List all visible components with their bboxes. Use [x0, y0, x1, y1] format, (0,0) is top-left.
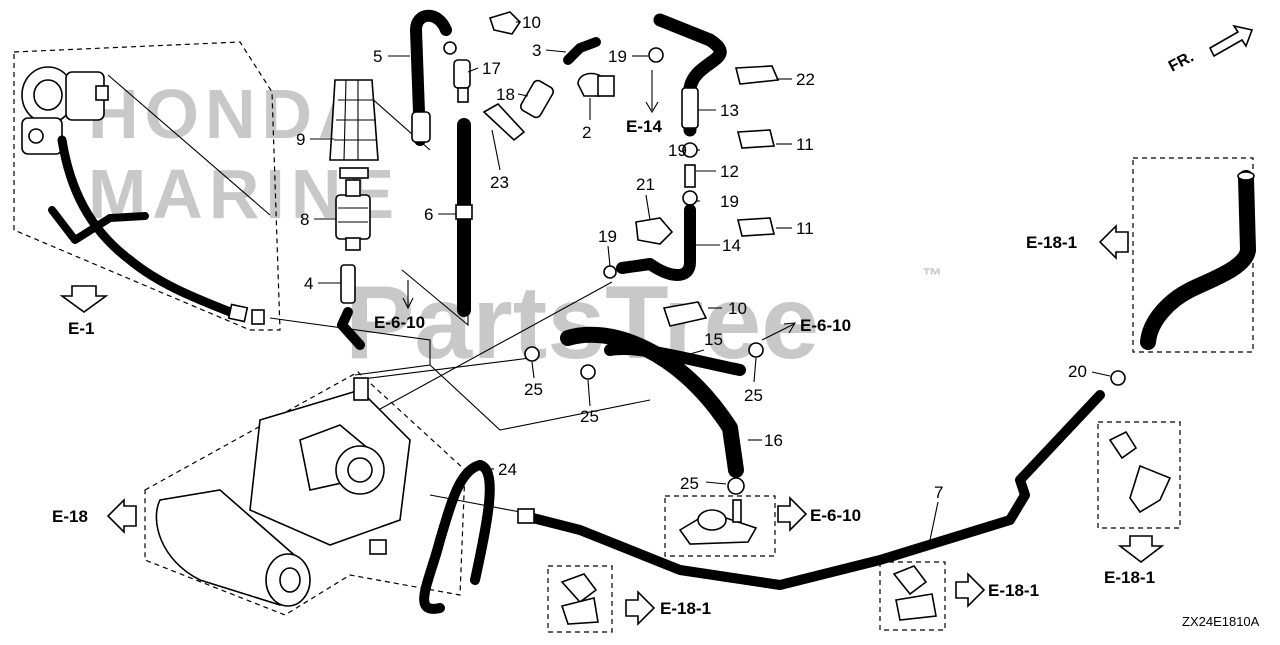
frame-clip-e3 [879, 561, 946, 631]
callout-labels: 2 3 4 5 6 7 8 9 10 10 11 11 12 13 14 15 … [296, 13, 1087, 502]
watermark-site: PartsTree [345, 265, 819, 381]
callout-25a: 25 [524, 380, 543, 399]
bracket-23 [482, 102, 526, 142]
callout-6: 6 [424, 205, 433, 224]
callout-14: 14 [722, 236, 741, 255]
arrow-right-e181-b [955, 572, 986, 608]
callout-13: 13 [720, 101, 739, 120]
joint-12 [684, 164, 696, 188]
ref-e181-left: E-18-1 [660, 599, 711, 618]
arrow-right-e181-a [625, 590, 656, 626]
ref-e14: E-14 [626, 117, 662, 136]
callout-24: 24 [498, 460, 517, 479]
frame-vapor-tube [1132, 157, 1254, 353]
vapor-tube [1140, 170, 1256, 350]
clip-21 [635, 217, 674, 245]
callout-20: 20 [1068, 362, 1087, 381]
callout-25b: 25 [580, 407, 599, 426]
callout-19a: 19 [608, 47, 627, 66]
carburetor-assembly [155, 377, 495, 614]
callout-12: 12 [720, 162, 739, 181]
callout-10b: 10 [728, 299, 747, 318]
callout-17: 17 [482, 59, 501, 78]
callout-11b: 11 [796, 219, 814, 238]
frame-carburetor [144, 371, 466, 616]
frame-throttle-body [13, 41, 281, 331]
arrow-e610-right [761, 322, 797, 341]
ref-e610-left: E-6-10 [374, 313, 425, 332]
callout-2: 2 [582, 123, 591, 142]
callout-25d: 25 [680, 474, 699, 493]
valve-18 [520, 79, 554, 119]
arrow-down-e1 [59, 285, 109, 313]
callout-19b: 19 [668, 141, 687, 160]
hoses-15-16 [524, 301, 764, 495]
arrow-e610-left [402, 280, 414, 310]
arrow-down-e181 [1117, 535, 1165, 564]
reference-arrows [59, 24, 1254, 626]
watermark-trademark: ™ [922, 265, 942, 287]
arrow-left-e18 [106, 498, 137, 534]
callout-19d: 19 [598, 227, 617, 246]
hose-chain-right-center [603, 13, 780, 281]
clip-details [560, 430, 1172, 625]
callout-18: 18 [496, 85, 515, 104]
arrow-e14 [645, 70, 659, 114]
ref-e181-top: E-18-1 [1026, 233, 1077, 252]
callout-7: 7 [934, 483, 943, 502]
callout-16: 16 [764, 431, 783, 450]
clamps-top-center [488, 11, 664, 97]
watermark-brand-line1: HONDA [88, 75, 375, 153]
callout-5: 5 [373, 47, 382, 66]
ref-e610-lower: E-6-10 [810, 506, 861, 525]
vent-hoses-top [410, 9, 554, 317]
callout-8: 8 [300, 210, 309, 229]
reference-labels: E-1 E-6-10 E-14 E-6-10 E-6-10 E-18 E-18-… [52, 117, 1155, 618]
callout-15: 15 [704, 330, 723, 349]
frame-pressure-unit [664, 495, 776, 557]
callout-23: 23 [490, 173, 509, 192]
callout-25c: 25 [744, 386, 763, 405]
callout-3: 3 [532, 41, 541, 60]
ref-e181-bottom: E-18-1 [1104, 568, 1155, 587]
front-arrow-icon [1208, 24, 1254, 58]
filter-8 [335, 194, 371, 240]
throttle-body-assembly [21, 66, 265, 325]
ref-e18: E-18 [52, 507, 88, 526]
fuel-filter-column [329, 79, 379, 350]
callout-11a: 11 [796, 135, 814, 154]
front-label: FR. [1166, 48, 1197, 75]
callout-9: 9 [296, 130, 305, 149]
callout-19c: 19 [720, 192, 739, 211]
boundary-frames [13, 41, 1254, 633]
callout-4: 4 [304, 274, 313, 293]
hose-4 [340, 264, 356, 304]
callout-22: 22 [796, 70, 815, 89]
ref-e1: E-1 [68, 319, 94, 338]
ref-e610-right: E-6-10 [800, 316, 851, 335]
callout-10a: 10 [522, 13, 541, 32]
arrow-right-e610 [777, 496, 808, 532]
callout-21: 21 [636, 175, 655, 194]
frame-clip-e1 [1097, 421, 1181, 529]
ref-e181-right: E-18-1 [988, 581, 1039, 600]
leader-lines [310, 21, 1111, 541]
pressure-unit [678, 499, 758, 545]
fuel-tube-7 [517, 370, 1126, 590]
frame-clip-e2 [547, 565, 613, 633]
arrow-left-e181 [1098, 224, 1129, 260]
drawing-code: ZX24E1810A [1182, 614, 1260, 629]
